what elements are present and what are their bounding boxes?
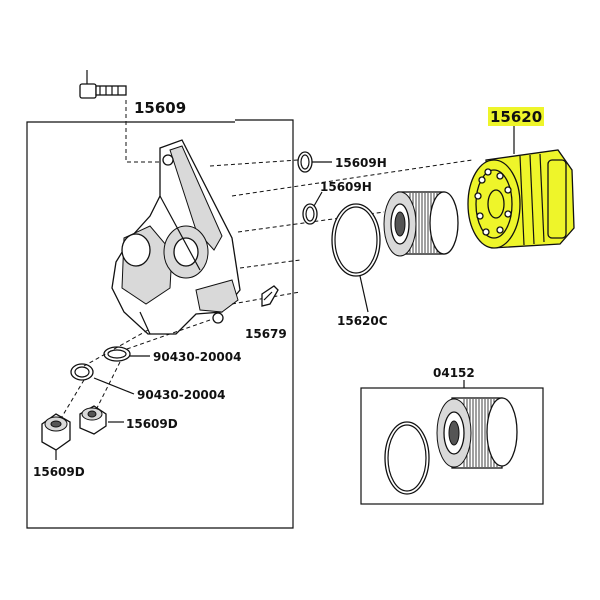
label-04152: 04152: [433, 366, 475, 380]
element-kit-frame: [360, 387, 544, 505]
oil-filter-housing-part: [111, 139, 241, 335]
drain-plug-right: [79, 405, 107, 435]
label-90430-lower: 90430-20004: [137, 388, 225, 402]
bolt-part: [79, 70, 127, 99]
kit-filter-element-part: [436, 397, 518, 469]
label-90430-upper: 90430-20004: [153, 350, 241, 364]
label-15609d-right: 15609D: [126, 417, 178, 431]
gasket-15620c-part: [331, 203, 381, 277]
label-15609: 15609: [134, 99, 186, 117]
label-15609h-upper: 15609H: [335, 156, 387, 170]
clip-part: [261, 285, 279, 307]
o-ring-15609h-lower: [302, 203, 318, 225]
o-ring-90430-upper: [103, 346, 131, 362]
label-15620: 15620: [490, 108, 542, 126]
label-15620c: 15620C: [337, 314, 388, 328]
housing-group-frame: [26, 119, 294, 529]
drain-plug-left: [41, 413, 71, 451]
label-highlight-15620: [488, 107, 544, 126]
filter-element-part: [383, 191, 459, 257]
label-15679: 15679: [245, 327, 287, 341]
o-ring-15609h-upper: [297, 151, 313, 173]
kit-o-ring-part: [384, 421, 430, 495]
filter-cap-15620-part: [467, 149, 575, 249]
o-ring-90430-lower: [70, 363, 94, 381]
label-15609h-lower: 15609H: [320, 180, 372, 194]
label-15609d-left: 15609D: [33, 465, 85, 479]
